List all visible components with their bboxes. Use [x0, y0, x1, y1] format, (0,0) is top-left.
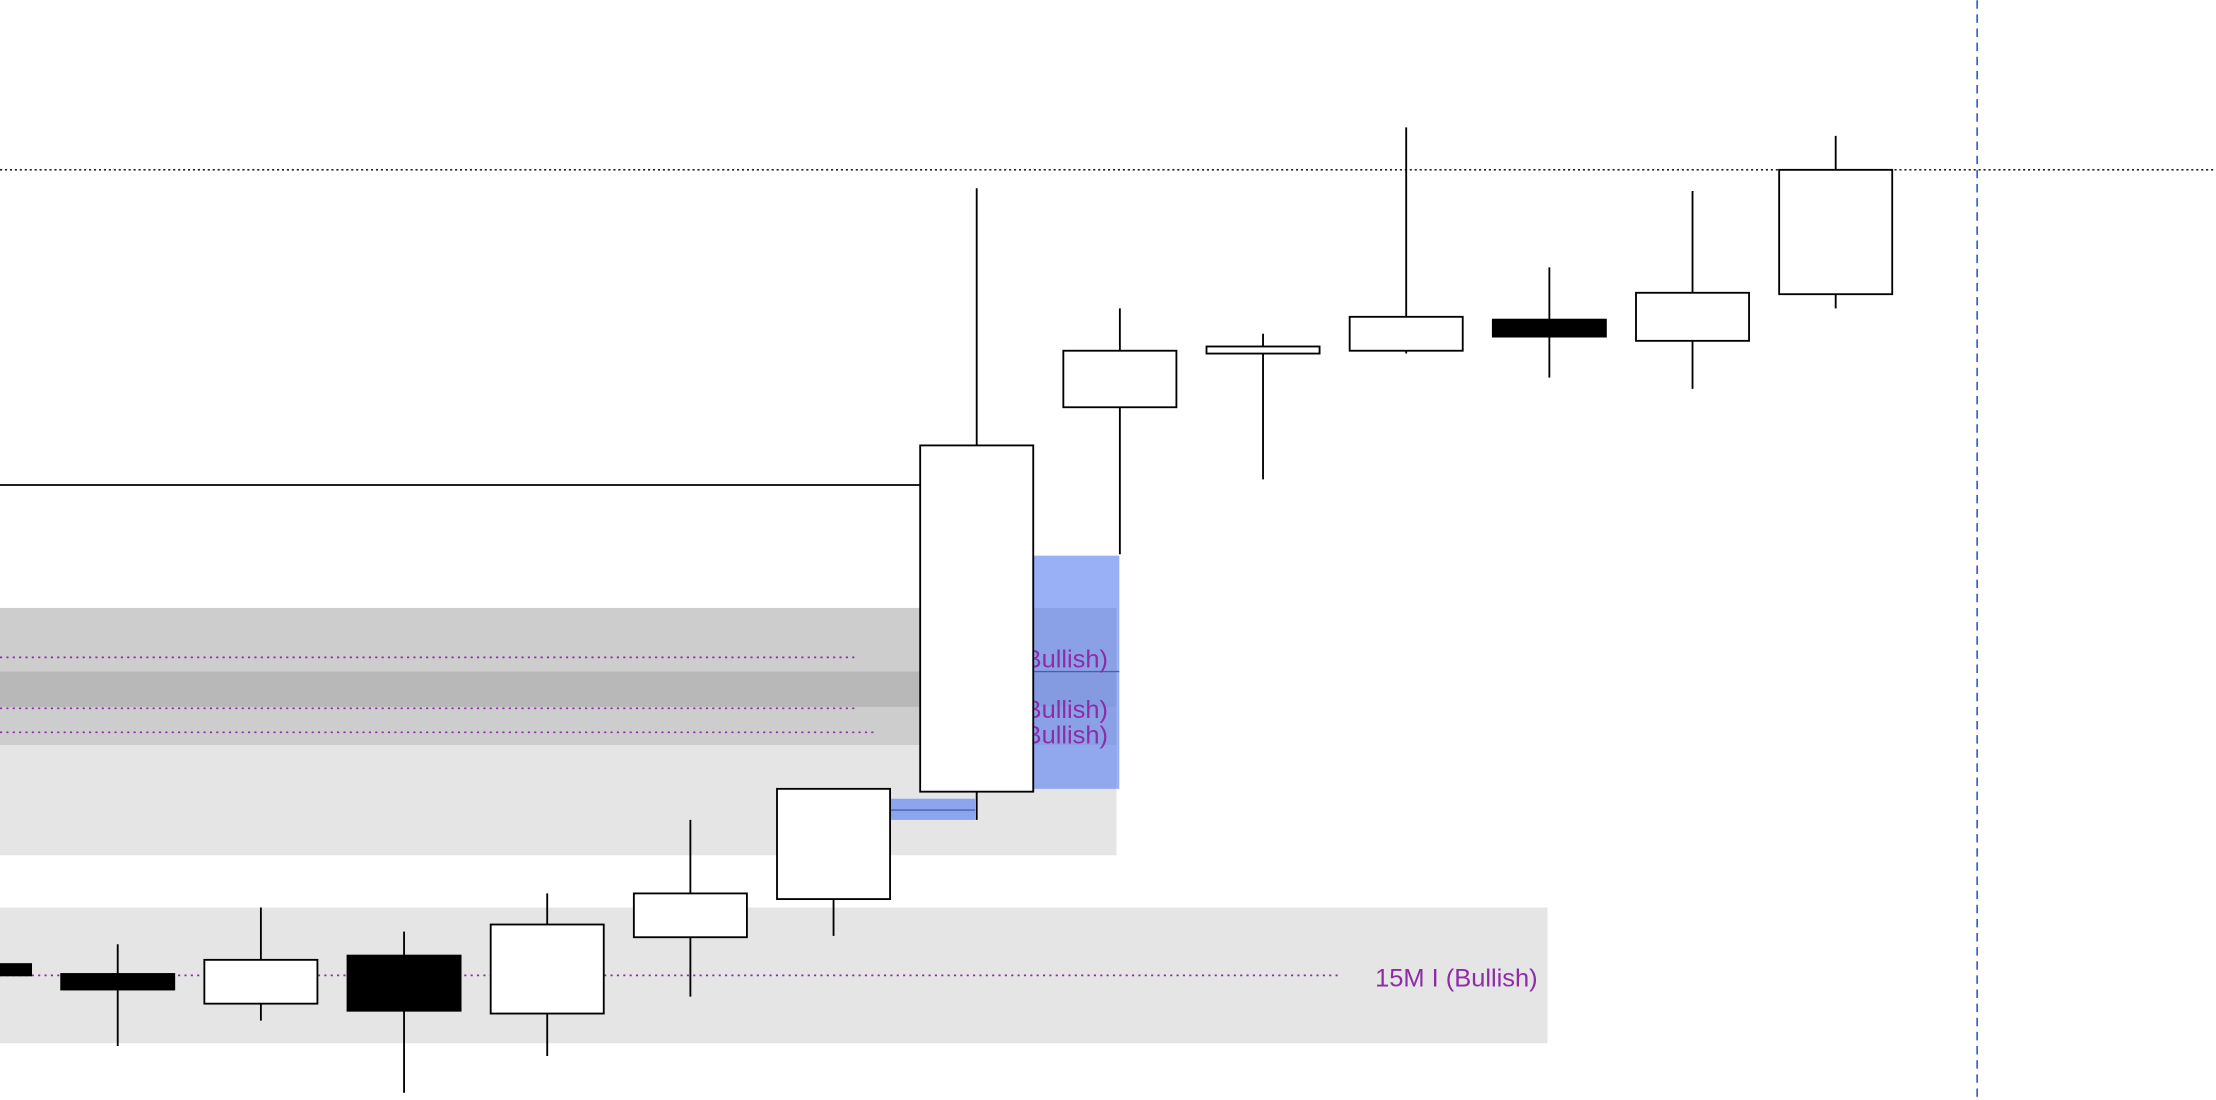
candle: [1635, 191, 1750, 389]
candle-body: [1062, 349, 1178, 409]
candle: [1062, 308, 1178, 555]
candle: [60, 944, 176, 1047]
candle-body: [1491, 318, 1607, 338]
candle: [776, 787, 891, 936]
candle-body: [1778, 168, 1894, 296]
candle: [203, 907, 319, 1021]
candle-body: [1205, 345, 1321, 355]
candle: [1348, 127, 1464, 354]
candle: [489, 893, 605, 1056]
candle: [632, 819, 748, 997]
candle-body: [776, 787, 891, 900]
candle-body: [1635, 291, 1750, 342]
candle-body: [632, 892, 748, 939]
candle: [0, 963, 33, 977]
candle-body: [489, 923, 605, 1015]
candle: [1778, 135, 1894, 309]
candle-body: [1348, 315, 1464, 352]
candle-body: [203, 958, 319, 1005]
candle-body: [919, 444, 1035, 793]
candle: [346, 931, 462, 1093]
candle-body: [60, 973, 176, 991]
candle: [919, 188, 1035, 820]
candle: [1491, 267, 1607, 378]
candle: [1205, 333, 1321, 480]
level-label-15m-lower: 15M I (Bullish): [1375, 965, 1537, 993]
candle-body: [0, 963, 33, 977]
candles: [0, 127, 1894, 1093]
candle-body: [346, 954, 462, 1012]
